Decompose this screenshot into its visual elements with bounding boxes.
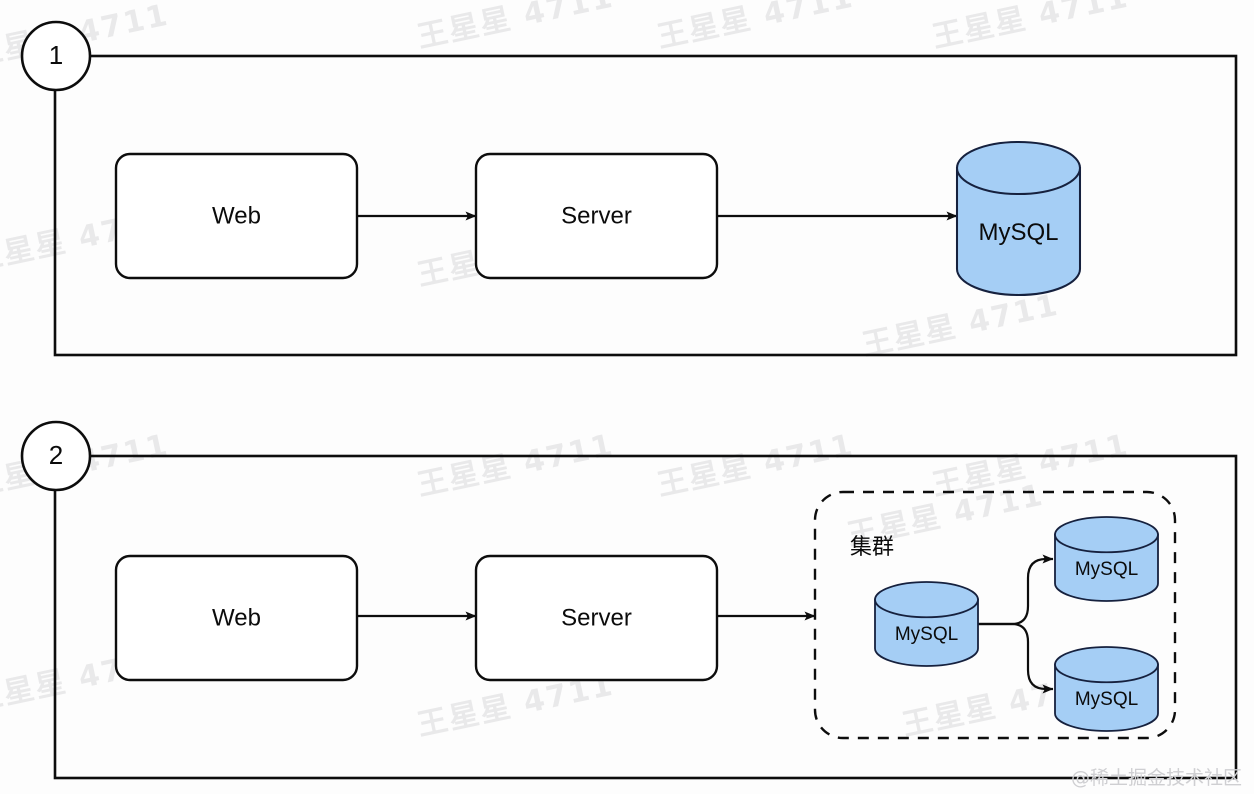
mysql-replica-1-db-body xyxy=(1054,533,1159,602)
mysql-replica-2-db-label: MySQL xyxy=(1075,689,1138,710)
mysql-primary-db[interactable]: MySQL xyxy=(874,581,979,667)
server-node-shape xyxy=(474,152,719,280)
frame-2-badge-label: 2 xyxy=(49,440,63,470)
frame-2-border xyxy=(53,454,1238,780)
web-node-label: Web xyxy=(212,604,261,631)
server-node-label: Server xyxy=(561,202,632,229)
cluster-group[interactable]: 集群 MySQL MySQL MySQL xyxy=(813,490,1177,740)
cluster-label: 集群 xyxy=(850,534,894,559)
frame-1-border xyxy=(53,54,1238,357)
mysql-db-top xyxy=(955,140,1082,196)
corner-watermark: @稀土掘金技术社区 xyxy=(1070,767,1242,789)
mysql-db-body xyxy=(955,166,1082,297)
arrow-primary-to-replica-1 xyxy=(978,554,1054,626)
web-node-label: Web xyxy=(212,202,261,229)
cluster-dashed-border xyxy=(813,490,1177,740)
mysql-primary-db-body xyxy=(874,598,979,667)
mysql-replica-1-db[interactable]: MySQL xyxy=(1054,516,1159,602)
row1-server-node[interactable]: Server xyxy=(474,152,719,280)
row1-web-node[interactable]: Web xyxy=(114,152,359,280)
mysql-replica-2-db[interactable]: MySQL xyxy=(1054,646,1159,732)
mysql-replica-1-db-label: MySQL xyxy=(1075,559,1138,580)
row-2-content: Web Server 集群 MySQL MySQL MySQL xyxy=(114,490,1177,740)
web-node-shape xyxy=(114,152,359,280)
frame-1: 1 xyxy=(20,20,1238,357)
frame-2: 2 xyxy=(20,420,1238,780)
frame-2-badge-circle xyxy=(20,420,92,492)
frame-1-badge-circle xyxy=(20,20,92,92)
server-node-shape xyxy=(474,554,719,682)
row1-mysql-db[interactable]: MySQL xyxy=(955,140,1082,297)
arrow-primary-to-replica-2 xyxy=(978,622,1054,694)
web-node-shape xyxy=(114,554,359,682)
mysql-replica-2-db-body xyxy=(1054,663,1159,732)
row2-web-node[interactable]: Web xyxy=(114,554,359,682)
mysql-replica-1-db-top xyxy=(1054,516,1159,554)
mysql-primary-db-label: MySQL xyxy=(895,624,958,645)
mysql-primary-db-top xyxy=(874,581,979,619)
mysql-replica-2-db-top xyxy=(1054,646,1159,684)
server-node-label: Server xyxy=(561,604,632,631)
frame-1-badge-label: 1 xyxy=(49,40,63,70)
mysql-db-label: MySQL xyxy=(978,219,1058,246)
row2-server-node[interactable]: Server xyxy=(474,554,719,682)
